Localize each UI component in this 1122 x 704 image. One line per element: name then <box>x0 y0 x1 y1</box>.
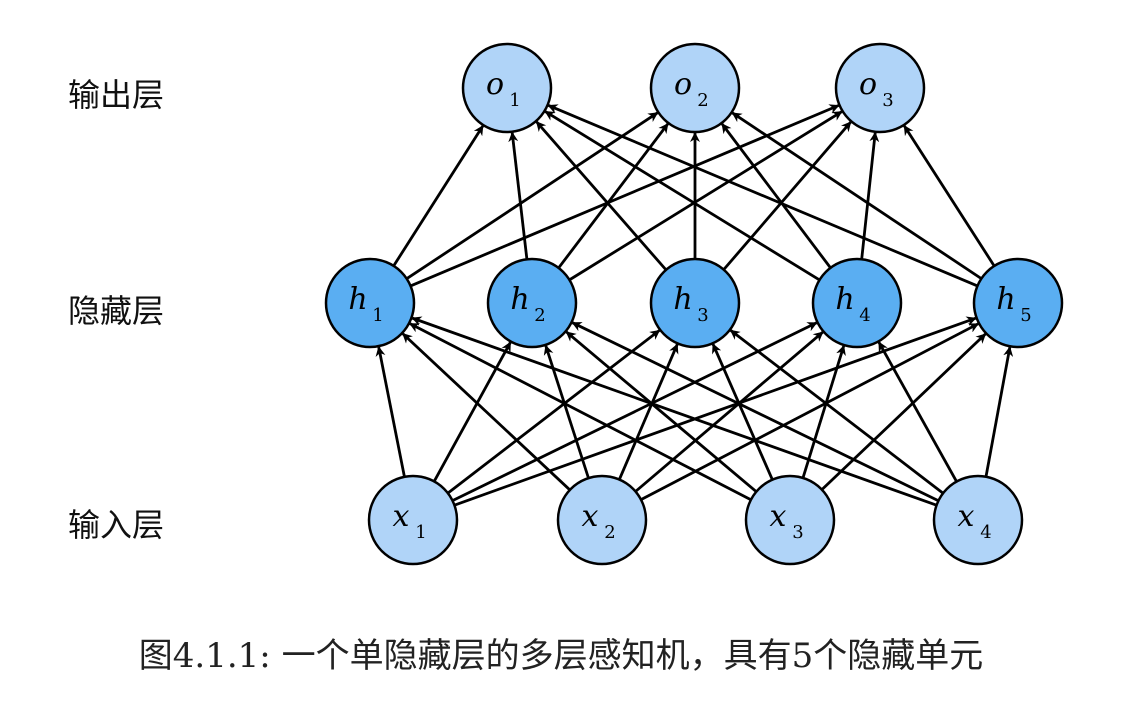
node-o3-label: o <box>859 67 877 102</box>
node-x3-subscript: 3 <box>792 522 803 543</box>
figure-caption: 图4.1.1: 一个单隐藏层的多层感知机，具有5个隐藏单元 <box>138 636 984 676</box>
edge-input4-hidden1 <box>411 316 938 507</box>
edge-hidden5-output1 <box>547 104 978 288</box>
node-x2-subscript: 2 <box>604 522 615 543</box>
node-x1-subscript: 1 <box>415 522 426 543</box>
edge-hidden5-output3 <box>903 125 996 267</box>
edge-input1-hidden1 <box>375 346 406 478</box>
connection-edges <box>375 104 1014 507</box>
node-x1-label: x <box>393 499 410 534</box>
edge-hidden1-output3 <box>410 104 840 288</box>
node-h1-subscript: 1 <box>372 305 383 326</box>
edge-input1-hidden5 <box>453 316 977 507</box>
node-o3-circle <box>834 42 926 134</box>
input-layer-label: 输入层 <box>68 506 165 544</box>
edge-input3-hidden2 <box>565 330 758 493</box>
node-h2-subscript: 2 <box>534 305 545 326</box>
node-o1-circle <box>461 42 553 134</box>
node-h2-label: h <box>510 282 529 317</box>
edge-input3-hidden1 <box>409 322 752 502</box>
edge-input1-hidden3 <box>447 329 661 495</box>
node-h5-circle <box>972 257 1064 349</box>
edge-hidden4-output2 <box>720 123 832 269</box>
output-layer-label: 输出层 <box>68 76 165 114</box>
node-x4-subscript: 4 <box>980 522 991 543</box>
edge-input4-hidden2 <box>571 321 940 503</box>
node-h1-circle <box>324 257 416 349</box>
edge-input4-hidden5 <box>984 346 1014 477</box>
edge-hidden3-output3 <box>722 121 852 271</box>
node-o2-label: o <box>674 67 692 102</box>
edge-hidden4-output1 <box>544 110 821 282</box>
node-x2-circle <box>556 474 648 566</box>
node-x4-circle <box>932 474 1024 566</box>
edge-input3-hidden3 <box>711 343 774 481</box>
edge-input3-hidden4 <box>801 345 846 479</box>
node-h3-circle <box>649 257 741 349</box>
edge-hidden3-output1 <box>535 120 668 271</box>
node-h4-circle <box>811 257 903 349</box>
node-x4-label: x <box>958 499 975 534</box>
node-h3-subscript: 3 <box>697 305 708 326</box>
node-x2-label: x <box>582 499 599 534</box>
edge-hidden2-output3 <box>568 110 843 282</box>
edge-hidden5-output2 <box>731 111 983 280</box>
node-h4-subscript: 4 <box>859 305 870 326</box>
edge-input4-hidden3 <box>729 329 944 495</box>
node-h1-label: h <box>348 282 367 317</box>
edge-hidden2-output1 <box>508 131 529 260</box>
node-h5-subscript: 5 <box>1020 305 1031 326</box>
edge-hidden1-output1 <box>392 125 484 267</box>
node-o1-subscript: 1 <box>509 90 520 111</box>
edge-input1-hidden4 <box>451 321 818 502</box>
edge-input2-hidden1 <box>401 332 571 491</box>
node-o3-subscript: 3 <box>882 90 893 111</box>
node-o2-circle <box>649 42 741 134</box>
hidden-layer-label: 隐藏层 <box>68 292 165 330</box>
node-o1-label: o <box>486 67 504 102</box>
node-x1-circle <box>367 474 459 566</box>
edge-input2-hidden4 <box>634 331 824 493</box>
node-o2-subscript: 2 <box>697 90 708 111</box>
node-h4-label: h <box>835 282 854 317</box>
edge-input4-hidden4 <box>877 341 958 483</box>
edge-input3-hidden5 <box>820 333 987 491</box>
node-x3-circle <box>744 474 836 566</box>
node-h2-circle <box>486 257 578 349</box>
edge-hidden1-output2 <box>405 111 659 280</box>
edge-input2-hidden5 <box>640 322 979 501</box>
edge-input2-hidden3 <box>618 343 679 481</box>
node-x3-label: x <box>770 499 787 534</box>
node-h5-label: h <box>996 282 1015 317</box>
edge-input1-hidden2 <box>432 341 512 483</box>
node-h3-label: h <box>673 282 692 317</box>
edge-hidden2-output2 <box>557 123 669 269</box>
